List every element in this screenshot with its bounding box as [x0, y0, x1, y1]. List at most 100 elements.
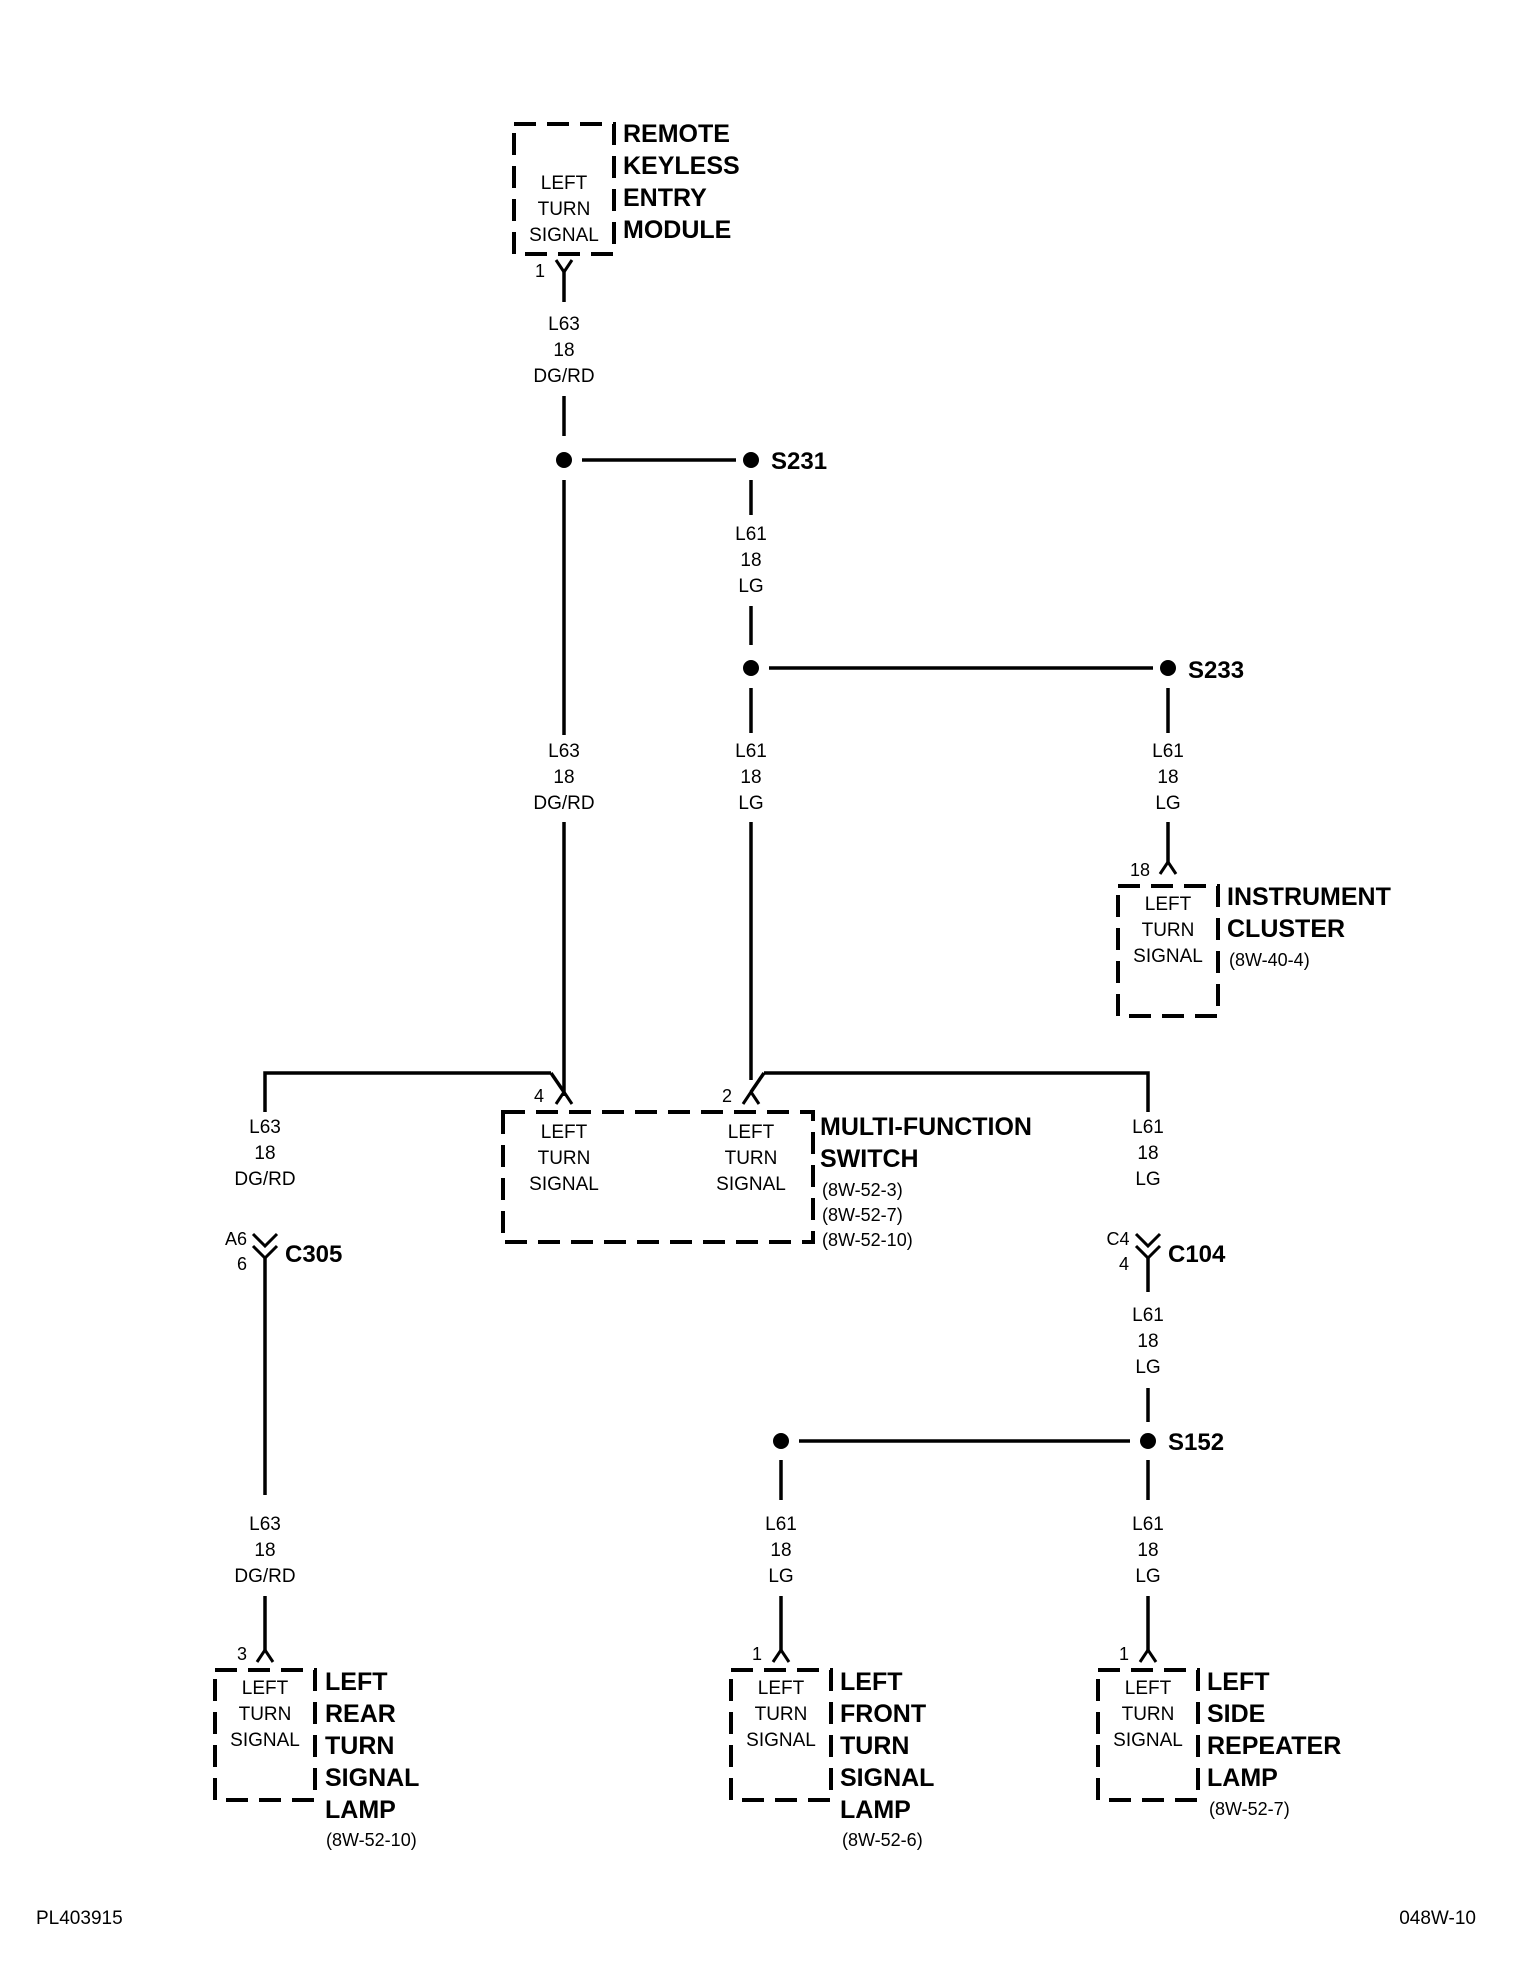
rear-lamp-outline	[213, 1668, 317, 1802]
c104-pin-bottom: 4	[1119, 1254, 1129, 1274]
rear-function-line2: TURN	[239, 1704, 292, 1725]
splice-s233-label: S233	[1188, 657, 1244, 684]
side-function-line3: SIGNAL	[1113, 1730, 1183, 1751]
wire-label-l61-1: L61 18 LG	[735, 524, 767, 597]
wire-label-l63-1: L63 18 DG/RD	[533, 314, 594, 387]
mfs-pin-b-number: 2	[722, 1086, 732, 1106]
front-function-line3: SIGNAL	[746, 1730, 816, 1751]
front-function-line1: LEFT	[758, 1678, 805, 1699]
left-side-repeater-lamp: 1 LEFT TURN SIGNAL LEFT SIDE REPEATER LA…	[1096, 1644, 1341, 1819]
wire-label-l61-7: L61 18 LG	[1132, 1514, 1164, 1587]
side-lamp-outline	[1096, 1668, 1200, 1802]
wire-code: L61	[765, 1514, 797, 1535]
multi-function-switch: 4 2 LEFT TURN SIGNAL LEFT TURN SIGNAL MU…	[501, 1086, 1032, 1250]
cluster-module-outline	[1116, 884, 1220, 1018]
mfs-title-line2: SWITCH	[820, 1145, 919, 1173]
mfs-outline	[501, 1110, 815, 1244]
wire-gauge: 18	[770, 1540, 791, 1561]
side-ref: (8W-52-7)	[1209, 1799, 1290, 1819]
connector-c305: A6 6 C305	[225, 1229, 342, 1274]
cluster-function-line2: TURN	[1142, 920, 1195, 941]
splice-s231-label: S231	[771, 448, 827, 475]
footer-page-ref: 048W-10	[1399, 1908, 1476, 1929]
rear-title-line4: SIGNAL	[325, 1764, 419, 1792]
rear-function-line1: LEFT	[242, 1678, 289, 1699]
mfs-function-a-line3: SIGNAL	[529, 1174, 599, 1195]
wire-gauge: 18	[1157, 767, 1178, 788]
rke-pin-terminal	[554, 259, 574, 275]
wire-gauge: 18	[254, 1540, 275, 1561]
wire-gauge: 18	[740, 767, 761, 788]
front-function-line2: TURN	[755, 1704, 808, 1725]
mfs-function-b-line1: LEFT	[728, 1122, 775, 1143]
mfs-function-a-line2: TURN	[538, 1148, 591, 1169]
connector-c104: C4 4 C104	[1106, 1229, 1226, 1274]
front-title-line2: FRONT	[840, 1700, 926, 1728]
wire-code: L61	[1132, 1117, 1164, 1138]
rke-title-line2: KEYLESS	[623, 152, 740, 180]
wire-color: DG/RD	[234, 1169, 295, 1190]
wire-color: LG	[768, 1566, 793, 1587]
wire-l61-branch-to-c104	[764, 1071, 1150, 1112]
remote-keyless-entry-module: LEFT TURN SIGNAL REMOTE KEYLESS ENTRY MO…	[512, 120, 740, 281]
rear-pin-number: 3	[237, 1644, 247, 1664]
wire-label-l63-2: L63 18 DG/RD	[533, 741, 594, 814]
side-title-line4: LAMP	[1207, 1764, 1278, 1792]
wire-label-l61-2: L61 18 LG	[735, 741, 767, 814]
wire-label-l61-3: L61 18 LG	[1152, 741, 1184, 814]
mfs-pin-a-terminal	[554, 1089, 574, 1105]
side-pin-terminal	[1138, 1647, 1158, 1663]
wire-code: L61	[1132, 1514, 1164, 1535]
cluster-title-line2: CLUSTER	[1227, 915, 1345, 943]
wire-color: LG	[738, 793, 763, 814]
splice-s152-dot	[1140, 1433, 1156, 1449]
rke-function-line2: TURN	[538, 199, 591, 220]
wire-color: LG	[1135, 1566, 1160, 1587]
splice-s233-dot	[1160, 660, 1176, 676]
wire-label-l61-6: L61 18 LG	[765, 1514, 797, 1587]
splice-junction-l61	[743, 660, 759, 676]
rke-module-outline	[512, 122, 616, 256]
wire-color: LG	[1135, 1169, 1160, 1190]
c104-pin-top: C4	[1106, 1229, 1129, 1249]
front-pin-number: 1	[752, 1644, 762, 1664]
wire-label-l63-4: L63 18 DG/RD	[234, 1514, 295, 1587]
mfs-title-line1: MULTI-FUNCTION	[820, 1113, 1032, 1141]
mfs-ref-1: (8W-52-3)	[822, 1180, 903, 1200]
splice-s231-dot	[743, 452, 759, 468]
c305-chevron-upper	[251, 1232, 279, 1249]
wire-label-l61-4: L61 18 LG	[1132, 1117, 1164, 1190]
mfs-function-b-line2: TURN	[725, 1148, 778, 1169]
mfs-pin-a-number: 4	[534, 1086, 544, 1106]
mfs-function-b-line3: SIGNAL	[716, 1174, 786, 1195]
rke-pin-number: 1	[535, 261, 545, 281]
front-ref: (8W-52-6)	[842, 1830, 923, 1850]
wire-color: LG	[1135, 1357, 1160, 1378]
wire-l61-branch-joint	[749, 1072, 766, 1093]
rear-title-line3: TURN	[325, 1732, 394, 1760]
wire-code: L63	[249, 1117, 281, 1138]
wire-l63-branch-to-rear	[263, 1071, 551, 1112]
c104-chevron-upper	[1134, 1232, 1162, 1249]
c104-label: C104	[1168, 1241, 1226, 1268]
side-title-line2: SIDE	[1207, 1700, 1265, 1728]
wire-gauge: 18	[553, 767, 574, 788]
front-lamp-outline	[729, 1668, 833, 1802]
wire-code: L61	[1132, 1305, 1164, 1326]
rear-ref: (8W-52-10)	[326, 1830, 417, 1850]
cluster-pin-terminal	[1158, 859, 1178, 875]
wire-code: L63	[548, 314, 580, 335]
wire-gauge: 18	[1137, 1143, 1158, 1164]
side-title-line1: LEFT	[1207, 1668, 1270, 1696]
c305-pin-top: A6	[225, 1229, 247, 1249]
wire-l63-branch-joint	[549, 1072, 566, 1093]
wire-color: LG	[1155, 793, 1180, 814]
cluster-ref: (8W-40-4)	[1229, 950, 1310, 970]
front-pin-terminal	[771, 1647, 791, 1663]
rke-function-line1: LEFT	[541, 173, 588, 194]
wire-code: L61	[735, 741, 767, 762]
wire-color: DG/RD	[533, 366, 594, 387]
rke-title-line1: REMOTE	[623, 120, 730, 148]
rke-title-line3: ENTRY	[623, 184, 707, 212]
